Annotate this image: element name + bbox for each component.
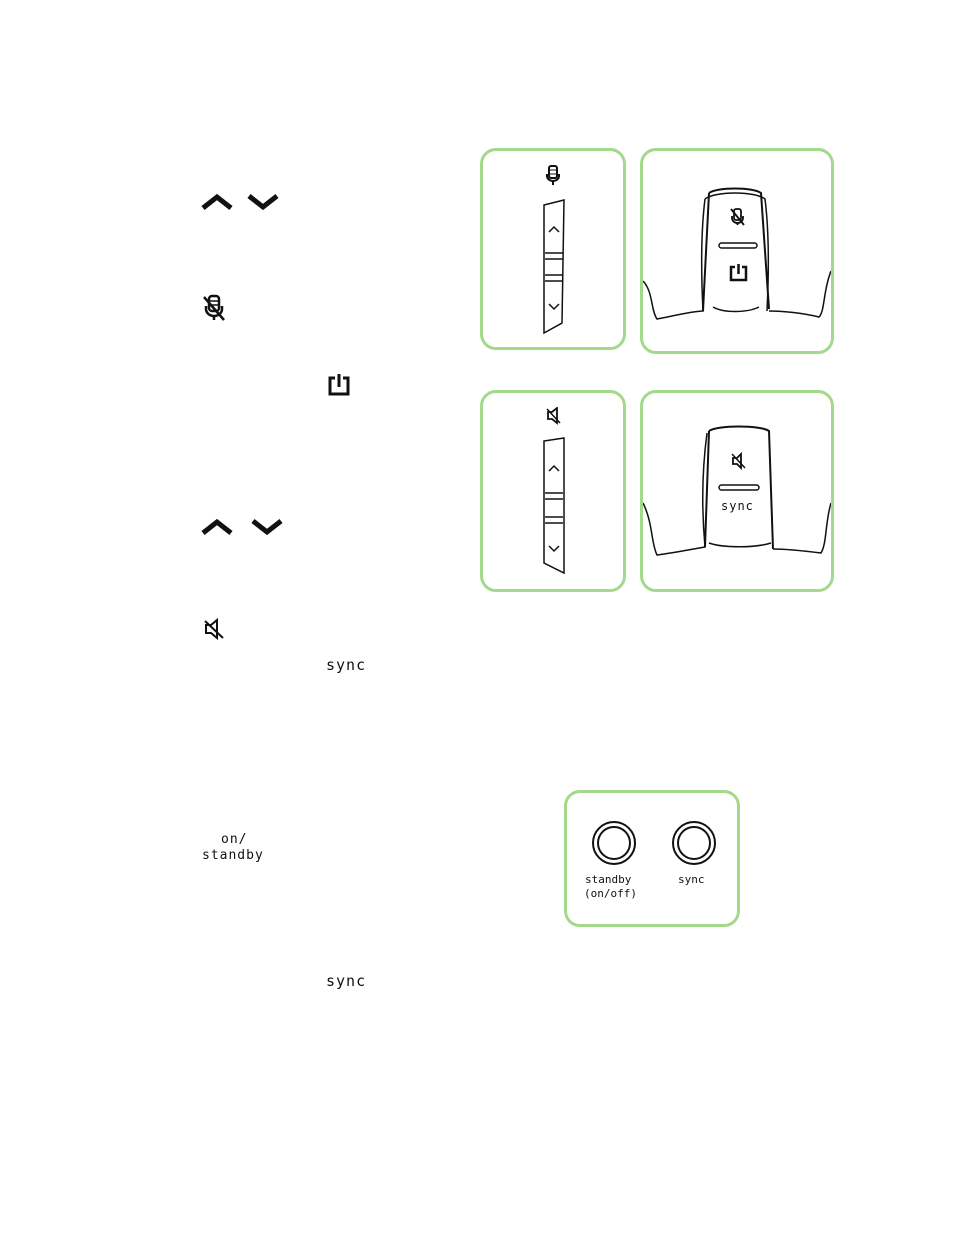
on-standby-label-line2: standby	[202, 849, 264, 862]
mic-mute-icon	[544, 165, 562, 187]
standby-button[interactable]	[591, 820, 637, 866]
speaker-volume-rocker	[539, 437, 569, 579]
speaker-volume-up-chevron-icon	[200, 517, 234, 537]
base-station-buttons-panel: standby (on/off) sync	[564, 790, 740, 927]
mic-volume-rocker	[539, 199, 569, 339]
sync-label: sync	[326, 656, 366, 674]
mic-mute-icon	[201, 294, 227, 322]
headset-front-panel	[640, 148, 834, 354]
sync-button-label: sync	[678, 873, 705, 886]
sync-label: sync	[721, 499, 754, 513]
headset-front-sync-illustration	[643, 393, 831, 589]
power-icon	[327, 373, 351, 397]
sync-button[interactable]	[671, 820, 717, 866]
speaker-volume-down-chevron-icon	[250, 517, 284, 537]
speaker-mute-icon	[546, 407, 562, 425]
headset-front-sync-panel: sync	[640, 390, 834, 592]
headset-mic-controls-panel	[480, 148, 626, 350]
standby-button-sublabel: (on/off)	[584, 887, 637, 900]
volume-up-chevron-icon	[200, 192, 234, 212]
headset-speaker-controls-panel	[480, 390, 626, 592]
headset-front-illustration	[643, 151, 831, 351]
sync-label: sync	[326, 972, 366, 990]
speaker-mute-icon	[203, 618, 225, 640]
on-standby-label-line1: on/	[221, 833, 247, 846]
standby-button-label: standby	[585, 873, 631, 886]
volume-down-chevron-icon	[246, 192, 280, 212]
